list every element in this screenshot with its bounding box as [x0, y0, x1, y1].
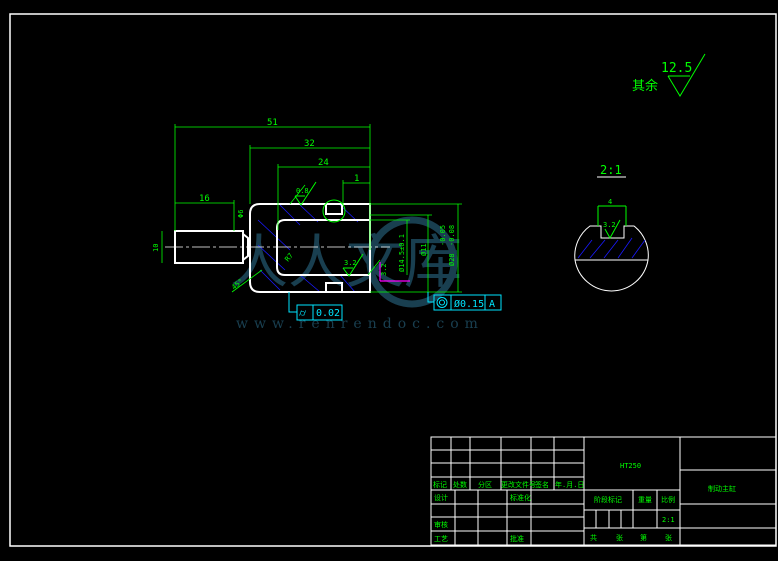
svg-text:0.02: 0.02 [316, 308, 340, 319]
roughness-note: 其余 12.5 [632, 53, 706, 97]
dim-outer-tol-lower: -0.08 [448, 225, 456, 246]
svg-text:第: 第 [640, 533, 647, 542]
svg-text:A: A [489, 299, 495, 310]
svg-text:审核: 审核 [434, 520, 448, 529]
roughness-label: 其余 [632, 78, 658, 94]
dim-groove-offset: 1 [354, 174, 359, 184]
part-name: 制动主缸 [708, 484, 736, 493]
svg-text:重量: 重量 [638, 496, 652, 504]
svg-text:更改文件号: 更改文件号 [501, 480, 536, 489]
svg-text:年.月.日: 年.月.日 [555, 480, 584, 489]
svg-text:批准: 批准 [510, 534, 524, 543]
dim-outer-tol-upper: -0.05 [439, 225, 447, 246]
svg-text:共: 共 [590, 533, 597, 542]
dim-overall: 51 [267, 118, 278, 128]
svg-text:处数: 处数 [453, 480, 467, 489]
dim-small-rough: 3.2 [380, 263, 388, 276]
dim-groove-dia: Ø11 [420, 243, 428, 256]
svg-text:0.8: 0.8 [296, 187, 309, 195]
dim-thread-dia: 10 [152, 244, 160, 252]
svg-text:张: 张 [616, 533, 623, 542]
watermark-url: www.renrendoc.com [236, 316, 484, 332]
dim-bore-depth: 24 [318, 158, 329, 168]
svg-text:工艺: 工艺 [434, 535, 448, 543]
svg-text:设计: 设计 [434, 493, 448, 502]
svg-text:标记: 标记 [433, 480, 447, 489]
roughness-value: 12.5 [661, 61, 692, 76]
cylindricity-icon: ⌭ [299, 308, 307, 319]
datum-arrow [379, 262, 410, 282]
svg-text:分区: 分区 [478, 480, 492, 489]
svg-text:比例: 比例 [661, 495, 675, 504]
detail-roughness: 3.2 [603, 221, 616, 229]
dim-bore-dia: Ø14.5±0.1 [398, 234, 406, 272]
gdt-concentricity: Ø0.15 A [427, 292, 502, 311]
dim-thread-len: 16 [199, 194, 210, 204]
detail-scale: 2:1 [600, 163, 622, 177]
material: HT250 [620, 462, 641, 470]
main-view: 51 32 24 1 16 Φ6 10 R7 45° Ø14.5±0.1 Ø11… [152, 118, 502, 321]
dim-neck: Φ6 [237, 210, 245, 218]
dim-inner-radius: R7 [283, 252, 295, 264]
svg-text:Ø0.15: Ø0.15 [454, 298, 484, 310]
svg-text:阶段标记: 阶段标记 [594, 495, 622, 504]
concentricity-icon [436, 297, 448, 308]
svg-text:张: 张 [665, 533, 672, 542]
detail-view: 2:1 4 3.2 [574, 163, 649, 292]
drawing-border [9, 13, 777, 547]
svg-text:3.2: 3.2 [344, 259, 357, 267]
svg-text:标准化: 标准化 [510, 493, 531, 502]
detail-width-dim: 4 [608, 198, 612, 206]
roughness-symbol-icon [667, 53, 706, 97]
title-block-text: 标记 处数 分区 更改文件号 签名 年.月.日 设计 标准化 审核 工艺 批准 … [433, 462, 736, 543]
dim-outer-dia: Ø28 [448, 253, 456, 266]
watermark: 人人文库 www.renrendoc.com [230, 216, 484, 332]
watermark-logo: 人人文库 [230, 228, 462, 296]
gdt-cylindricity: ⌭ 0.02 [288, 292, 343, 321]
roughness-mark: 0.8 [294, 181, 317, 206]
svg-text:2:1: 2:1 [662, 516, 675, 524]
roughness-mark: 3.2 [342, 253, 364, 277]
dim-body: 32 [304, 139, 315, 149]
title-block [430, 436, 777, 546]
svg-text:签名: 签名 [535, 480, 549, 489]
